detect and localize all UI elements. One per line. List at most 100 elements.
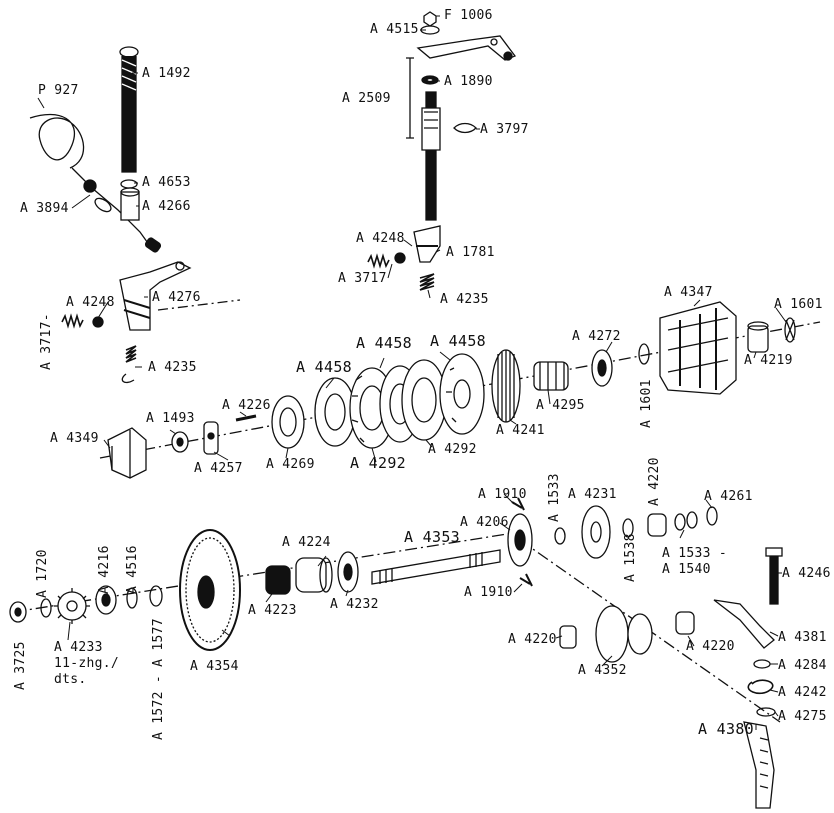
washer-a1601-top (784, 317, 796, 343)
spring-a4235-mid (419, 273, 435, 291)
label-a1601-top: A 1601 (774, 297, 823, 312)
label-a4231: A 4231 (568, 487, 617, 502)
washer-a1720 (40, 598, 52, 618)
nut-f1006 (423, 11, 437, 27)
circlip-a4516 (126, 587, 138, 609)
dim-a2509 (406, 57, 414, 139)
selector-a1781 (394, 225, 441, 264)
bearing-a4216 (95, 585, 117, 615)
label-a4295: A 4295 (536, 398, 585, 413)
label-a4292-2: A 4292 (428, 442, 477, 457)
washer-a4275 (756, 707, 776, 717)
label-a4261: A 4261 (704, 489, 753, 504)
label-a4232: A 4232 (330, 597, 379, 612)
label-a4206: A 4206 (460, 515, 509, 530)
label-a3797: A 3797 (480, 122, 529, 137)
label-a4266: A 4266 (142, 199, 191, 214)
pressure-plate-a4257 (203, 421, 219, 455)
label-a1910-bot: A 1910 (464, 585, 513, 600)
gear-a4232 (337, 551, 359, 593)
leader-lines (37, 15, 787, 730)
label-a4219: A 4219 (744, 353, 793, 368)
label-a1493: A 1493 (146, 411, 195, 426)
clip-a3797 (453, 122, 477, 134)
label-a1538: A 1538 (623, 533, 638, 582)
spring-a3717-left (61, 313, 104, 329)
washer-a1533 (554, 527, 566, 545)
gear-a4295 (533, 361, 569, 391)
label-a4220-right: A 4220 (686, 639, 735, 654)
label-a1890: A 1890 (444, 74, 493, 89)
bolt-a4246 (765, 547, 783, 605)
circlip-a4261 (706, 506, 718, 526)
shaft-a4353 (371, 549, 501, 585)
sleeve-a4224 (295, 557, 333, 593)
label-a4458-2: A 4458 (356, 334, 412, 352)
label-a4220-vert: A 4220 (647, 457, 662, 506)
label-a3717-mid: A 3717 (338, 271, 387, 286)
label-a4226: A 4226 (222, 398, 271, 413)
disc-a4269 (271, 395, 305, 449)
bearing-a4223 (265, 565, 291, 595)
washer-a4653 (120, 179, 138, 189)
label-a4257: A 4257 (194, 461, 243, 476)
label-a1601-vert: A 1601 (639, 379, 654, 428)
label-a4248-mid: A 4248 (356, 231, 405, 246)
label-a4246: A 4246 (782, 566, 831, 581)
label-a4275: A 4275 (778, 709, 827, 724)
label-a4347: A 4347 (664, 285, 713, 300)
bushing-a4220-left (559, 625, 577, 649)
label-a1492: A 1492 (142, 66, 191, 81)
label-a4381: A 4381 (778, 630, 827, 645)
washer-a1538 (622, 518, 634, 538)
label-a1533-a1540: A 1533 - A 1540 (662, 546, 728, 577)
label-a4353: A 4353 (404, 528, 460, 546)
label-p927: P 927 (38, 83, 79, 98)
hub-a4206 (507, 513, 533, 567)
disc-a4458-3 (439, 353, 485, 435)
bushing-a4220-right (675, 611, 695, 635)
bushing-a4220-top (647, 513, 667, 537)
label-a4269: A 4269 (266, 457, 315, 472)
label-a4458-3: A 4458 (430, 332, 486, 350)
label-a3717-left: A 3717- (39, 313, 54, 370)
washer-a1572-1577 (149, 585, 163, 607)
gear-axis (13, 531, 521, 613)
label-a4349: A 4349 (50, 431, 99, 446)
nut-a3725 (9, 601, 27, 623)
label-a4233: A 4233 11-zhg./ dts. (54, 640, 120, 687)
spring-a3717-mid (367, 253, 390, 269)
label-a4292-1: A 4292 (350, 454, 406, 472)
label-a1572-1577: A 1572 - A 1577 (151, 618, 166, 740)
washers-a1533-a1540 (674, 511, 698, 531)
spring-a4235-left (121, 345, 137, 384)
label-a1720: A 1720 (35, 549, 50, 598)
lever-arm-a4515 (416, 25, 517, 61)
label-a4242: A 4242 (778, 685, 827, 700)
label-a4352: A 4352 (578, 663, 627, 678)
label-a4380: A 4380 (698, 720, 754, 738)
gear-a4231 (581, 505, 611, 559)
clutch-drum-a4347 (659, 301, 737, 395)
label-a4235-mid: A 4235 (440, 292, 489, 307)
spring-a4242 (747, 679, 774, 695)
washer-a1601-vert (638, 343, 650, 365)
label-f1006: F 1006 (444, 8, 493, 23)
label-a4515: A 4515 (370, 22, 419, 37)
nut-a4349 (107, 427, 147, 479)
label-a4276: A 4276 (152, 290, 201, 305)
washer-a1890 (421, 75, 439, 85)
lever-a4381 (713, 599, 775, 649)
label-a4223: A 4223 (248, 603, 297, 618)
label-a4224: A 4224 (282, 535, 331, 550)
label-a4458-1: A 4458 (296, 358, 352, 376)
lever-a4276 (119, 261, 241, 331)
label-a4216: A 4216 (97, 545, 112, 594)
label-a3725: A 3725 (13, 641, 28, 690)
label-a4354: A 4354 (190, 659, 239, 674)
label-a4272: A 4272 (572, 329, 621, 344)
sprocket-a4233 (54, 588, 90, 624)
gear-a4352 (595, 605, 653, 663)
